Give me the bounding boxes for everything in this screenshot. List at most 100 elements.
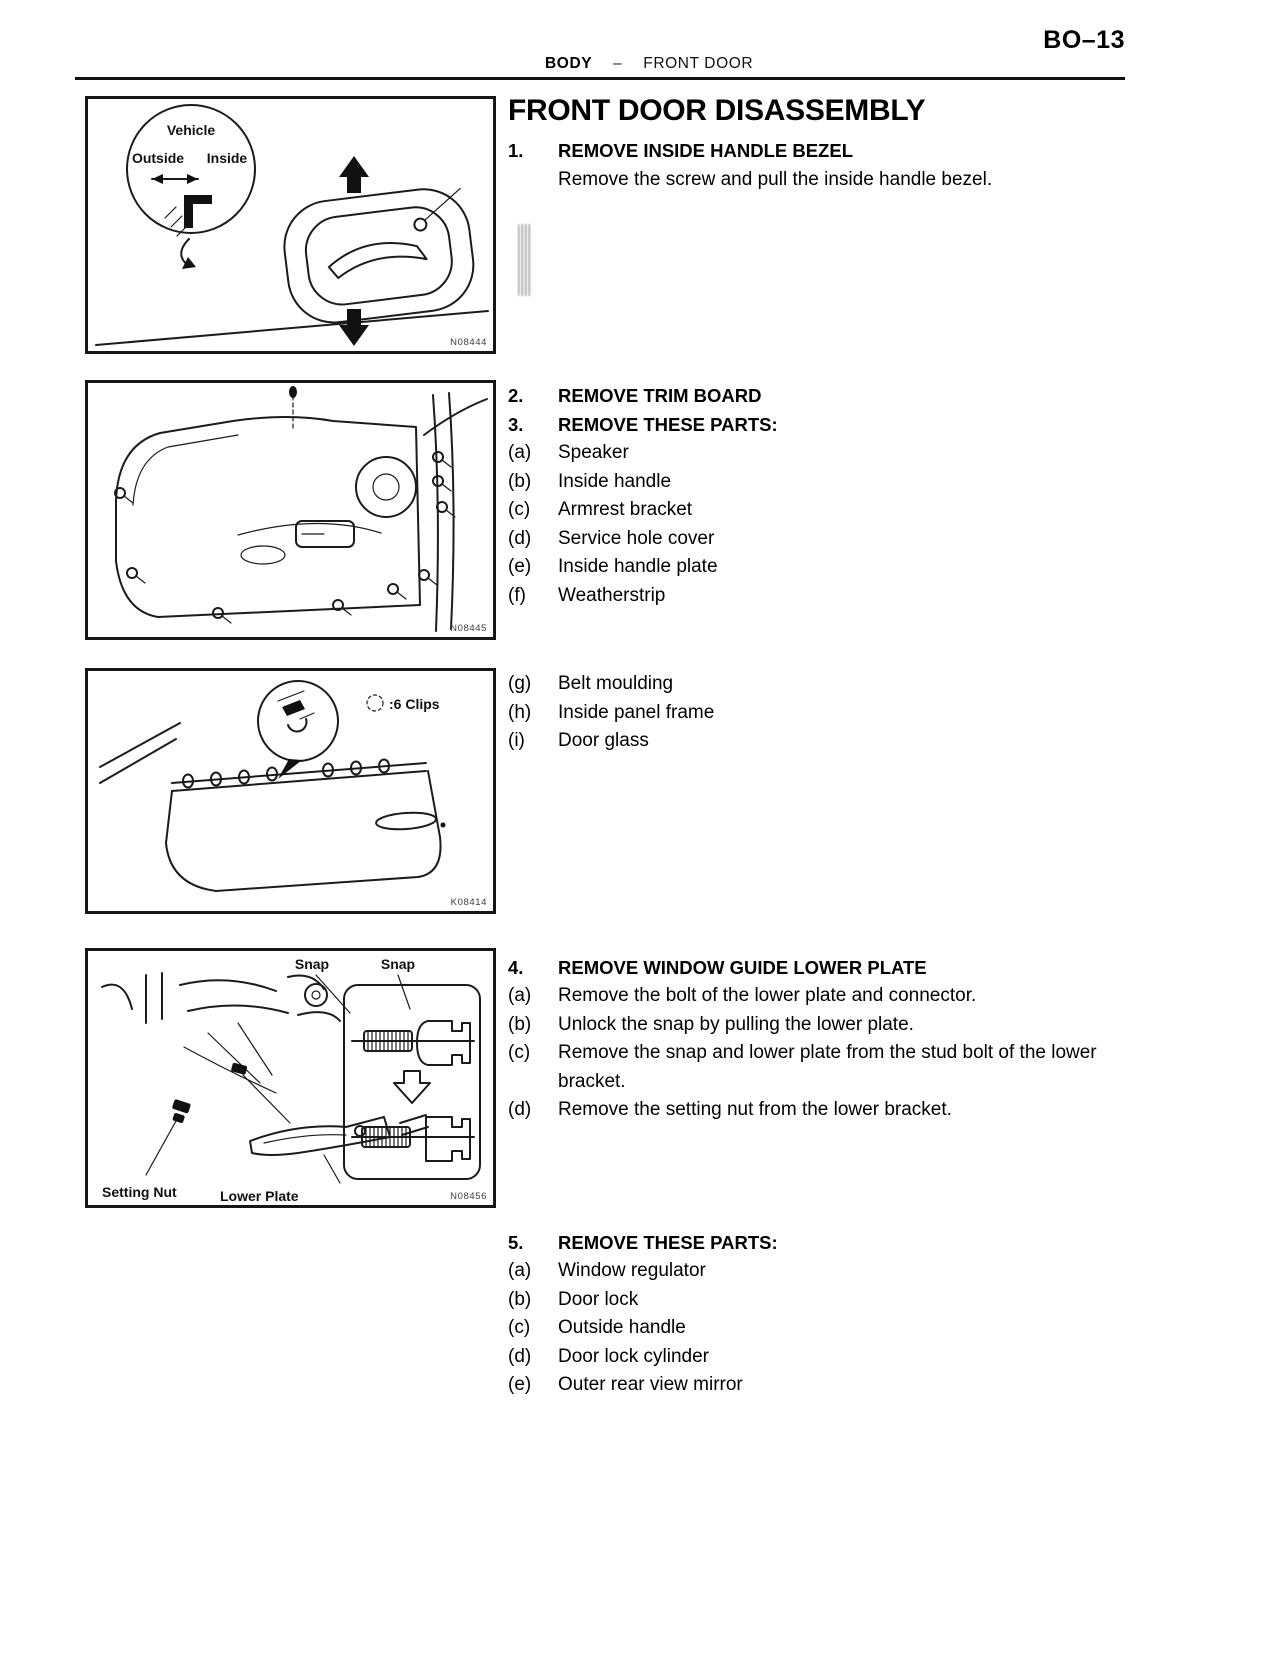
step-number: 1. <box>508 140 524 161</box>
scan-artifact <box>518 224 532 296</box>
item-text: Door glass <box>558 730 649 751</box>
step-3-item-g: (g) Belt moulding <box>508 670 1150 699</box>
item-tag: (c) <box>508 499 531 520</box>
figure-2-illustration <box>114 386 488 632</box>
step-5-item-d: (d) Door lock cylinder <box>508 1343 1150 1372</box>
breadcrumb-separator: – <box>613 55 623 72</box>
step-heading-text: REMOVE TRIM BOARD <box>558 385 762 406</box>
item-text: Remove the snap and lower plate from the… <box>558 1042 1097 1092</box>
step-4-heading: 4. REMOVE WINDOW GUIDE LOWER PLATE <box>508 954 1150 983</box>
lower-plate-label: Lower Plate <box>220 1188 299 1204</box>
figure-1-illustration: Vehicle Outside Inside <box>95 104 489 346</box>
item-text: Speaker <box>558 442 629 463</box>
step-5-item-b: (b) Door lock <box>508 1286 1150 1315</box>
figure-trim-board: N08445 <box>85 380 496 640</box>
breadcrumb: BODY – FRONT DOOR <box>545 55 753 73</box>
item-tag: (d) <box>508 527 532 549</box>
item-tag: (c) <box>508 1317 531 1338</box>
step-number: 2. <box>508 385 524 406</box>
step-5-heading: 5. REMOVE THESE PARTS: <box>508 1229 1150 1258</box>
figure-4-code: N08456 <box>450 1191 487 1202</box>
step-3-item-d: (d) Service hole cover <box>508 525 1150 554</box>
item-tag: (b) <box>508 1288 532 1310</box>
snap-left-label: Snap <box>295 956 329 972</box>
item-tag: (a) <box>508 985 532 1006</box>
step-1-heading: 1. REMOVE INSIDE HANDLE BEZEL <box>508 137 1150 166</box>
item-text: Unlock the snap by pulling the lower pla… <box>558 1013 914 1035</box>
step-3-item-c: (c) Armrest bracket <box>508 496 1150 525</box>
item-text: Weatherstrip <box>558 584 666 606</box>
item-text: Outside handle <box>558 1317 686 1338</box>
figure-3-code: K08414 <box>450 897 487 908</box>
figure-window-guide-lower-plate: Snap Snap Setting Nut Lower Plate N08456 <box>85 948 496 1208</box>
item-tag: (b) <box>508 1013 532 1035</box>
step-3-item-b: (b) Inside handle <box>508 468 1150 497</box>
snap-right-label: Snap <box>381 956 415 972</box>
breadcrumb-subsection: FRONT DOOR <box>643 55 754 72</box>
vehicle-label: Vehicle <box>167 122 215 138</box>
figure-3-illustration: :6 Clips <box>99 680 446 892</box>
item-tag: (d) <box>508 1345 532 1367</box>
spacer <box>508 756 1150 954</box>
item-text: Window regulator <box>558 1260 706 1281</box>
item-text: Inside handle <box>558 470 672 492</box>
item-text: Outer rear view mirror <box>558 1374 743 1395</box>
figure-1-code: N08444 <box>450 337 487 348</box>
spacer <box>508 1125 1150 1229</box>
item-text: Belt moulding <box>558 673 674 694</box>
figure-inside-handle-bezel: Vehicle Outside Inside N08444 <box>85 96 496 354</box>
breadcrumb-section: BODY <box>545 55 593 72</box>
figure-2-code: N08445 <box>450 623 487 634</box>
step-5-item-a: (a) Window regulator <box>508 1257 1150 1286</box>
page-title: FRONT DOOR DISASSEMBLY <box>508 94 926 127</box>
header-rule <box>75 77 1125 80</box>
item-text: Armrest bracket <box>558 499 693 520</box>
step-4-item-a: (a) Remove the bolt of the lower plate a… <box>508 982 1150 1011</box>
item-tag: (i) <box>508 730 525 751</box>
instruction-column: FRONT DOOR DISASSEMBLY 1. REMOVE INSIDE … <box>508 94 1150 1400</box>
item-text: Door lock cylinder <box>558 1345 709 1367</box>
setting-nut-label: Setting Nut <box>102 1184 177 1200</box>
step-number: 3. <box>508 413 524 435</box>
spacer <box>508 610 1150 670</box>
step-5-item-c: (c) Outside handle <box>508 1314 1150 1343</box>
item-tag: (c) <box>508 1042 531 1063</box>
step-heading-text: REMOVE INSIDE HANDLE BEZEL <box>558 140 853 161</box>
step-4-item-b: (b) Unlock the snap by pulling the lower… <box>508 1011 1150 1040</box>
step-number: 5. <box>508 1231 524 1253</box>
step-3-item-f: (f) Weatherstrip <box>508 582 1150 611</box>
item-text: Inside handle plate <box>558 556 718 577</box>
item-text: Remove the setting nut from the lower br… <box>558 1099 952 1120</box>
step-3-item-a: (a) Speaker <box>508 439 1150 468</box>
item-tag: (b) <box>508 470 532 492</box>
item-tag: (a) <box>508 1260 532 1281</box>
step-4-item-d: (d) Remove the setting nut from the lowe… <box>508 1096 1150 1125</box>
item-tag: (a) <box>508 442 532 463</box>
item-tag: (f) <box>508 584 526 606</box>
step-5-item-e: (e) Outer rear view mirror <box>508 1371 1150 1400</box>
step-heading-text: REMOVE THESE PARTS: <box>558 1231 778 1253</box>
step-4-item-c: (c) Remove the snap and lower plate from… <box>508 1039 1150 1096</box>
item-tag: (d) <box>508 1099 532 1120</box>
step-3-item-e: (e) Inside handle plate <box>508 553 1150 582</box>
step-1-body: Remove the screw and pull the inside han… <box>558 168 993 190</box>
step-3-heading: 3. REMOVE THESE PARTS: <box>508 411 1150 440</box>
inside-label: Inside <box>207 150 248 166</box>
step-3-item-i: (i) Door glass <box>508 727 1150 756</box>
item-tag: (g) <box>508 673 532 694</box>
step-number: 4. <box>508 956 524 978</box>
item-tag: (h) <box>508 701 532 723</box>
item-text: Door lock <box>558 1288 639 1310</box>
spacer <box>508 194 1150 382</box>
item-text: Remove the bolt of the lower plate and c… <box>558 985 977 1006</box>
step-heading-text: REMOVE WINDOW GUIDE LOWER PLATE <box>558 956 927 978</box>
figure-4-illustration: Snap Snap Setting Nut Lower Plate <box>101 956 481 1204</box>
step-2-heading: 2. REMOVE TRIM BOARD <box>508 382 1150 411</box>
figure-belt-moulding: :6 Clips K08414 <box>85 668 496 914</box>
step-3-item-h: (h) Inside panel frame <box>508 699 1150 728</box>
item-tag: (e) <box>508 1374 532 1395</box>
item-text: Service hole cover <box>558 527 715 549</box>
step-heading-text: REMOVE THESE PARTS: <box>558 413 778 435</box>
clips-count-label: :6 Clips <box>389 696 440 712</box>
